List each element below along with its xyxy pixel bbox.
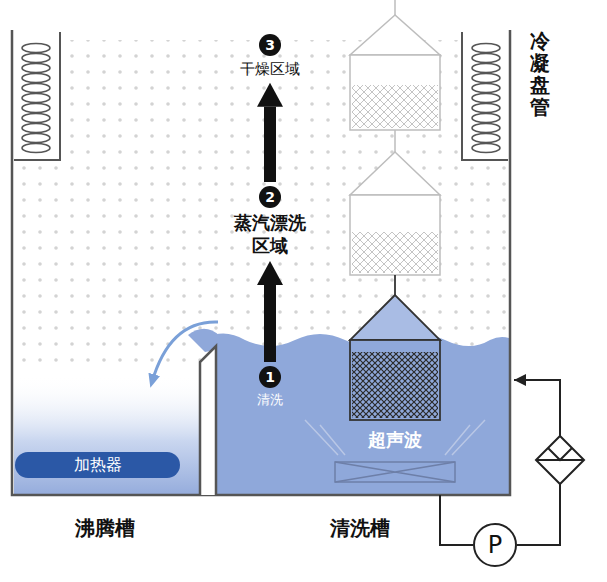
weir-partition: [200, 346, 216, 495]
basket-dry: [350, 15, 440, 55]
transducer: [335, 462, 455, 482]
basket-dry: [350, 0, 440, 130]
pump-label: P: [488, 531, 502, 559]
coil-winding: [472, 54, 500, 63]
callout-number: 1: [259, 366, 281, 388]
vapor-zone: [62, 40, 460, 160]
coil-winding: [22, 144, 50, 153]
coil-winding: [472, 144, 500, 153]
coil-winding: [472, 124, 500, 133]
coil-winding: [472, 74, 500, 83]
basket-dry: [352, 85, 438, 128]
flow-arrow: [264, 285, 276, 362]
pipe: [440, 495, 473, 545]
condenser-coil: [472, 44, 500, 153]
basket-clean: [352, 352, 438, 418]
callout-number: 2: [259, 186, 281, 208]
filter-symbol: [536, 436, 584, 484]
basket-rinse: [350, 152, 440, 195]
basket-rinse: [350, 130, 440, 275]
coil-winding: [22, 104, 50, 113]
filter-symbol: [548, 448, 572, 460]
pipe: [517, 484, 560, 545]
heater-bar: 加热器: [15, 452, 180, 478]
tank-name: 沸腾槽: [75, 515, 135, 542]
pipe: [514, 380, 560, 436]
coil-winding: [22, 114, 50, 123]
zone-label: 1 清洗: [257, 366, 283, 408]
basket-rinse: [350, 195, 440, 275]
tank-wall: [12, 30, 510, 495]
transducer: [305, 420, 485, 482]
zone-name: 干燥区域: [240, 60, 300, 79]
boiling-liquid: [14, 375, 202, 495]
basket-clean: [350, 295, 440, 340]
coil-winding: [472, 134, 500, 143]
coil-housing: [14, 32, 60, 160]
coil-winding: [472, 84, 500, 93]
coil-winding: [22, 134, 50, 143]
part-name: 超声波: [368, 428, 422, 452]
coil-winding: [472, 64, 500, 73]
cleaning-liquid: [205, 333, 509, 495]
zone-label: 2 蒸汽漂洗区域: [230, 186, 310, 257]
coil-winding: [472, 94, 500, 103]
coil-winding: [22, 44, 50, 53]
filter-symbol: [536, 436, 584, 484]
basket-rinse: [352, 232, 438, 273]
coil-winding: [22, 84, 50, 93]
pump-circle: P: [473, 523, 517, 567]
zone-name: 清洗: [257, 392, 283, 408]
zone-name: 蒸汽漂洗区域: [230, 212, 310, 257]
basket-clean: [350, 275, 440, 420]
coil-winding: [22, 94, 50, 103]
flow-arrow: [264, 107, 276, 182]
basket-clean: [394, 275, 396, 295]
basket-rinse: [394, 130, 396, 152]
coil-winding: [472, 104, 500, 113]
basket-dry: [394, 0, 396, 15]
basket-dry: [350, 55, 440, 130]
coil-housing: [462, 32, 508, 160]
coil-winding: [22, 54, 50, 63]
overflow-arrow: [152, 322, 218, 382]
basket-clean: [350, 340, 440, 420]
callout-number: 3: [259, 34, 281, 56]
heater-label: 加热器: [74, 455, 122, 476]
zone-label: 3 干燥区域: [240, 34, 300, 79]
part-name: 冷凝盘管: [530, 30, 550, 118]
coil-winding: [22, 74, 50, 83]
coil-winding: [22, 124, 50, 133]
coil-winding: [472, 114, 500, 123]
tank-name: 清洗槽: [330, 515, 390, 542]
coil-winding: [472, 44, 500, 53]
condenser-coil: [22, 44, 50, 153]
transducer: [305, 420, 485, 455]
transducer: [335, 462, 455, 482]
coil-winding: [22, 64, 50, 73]
